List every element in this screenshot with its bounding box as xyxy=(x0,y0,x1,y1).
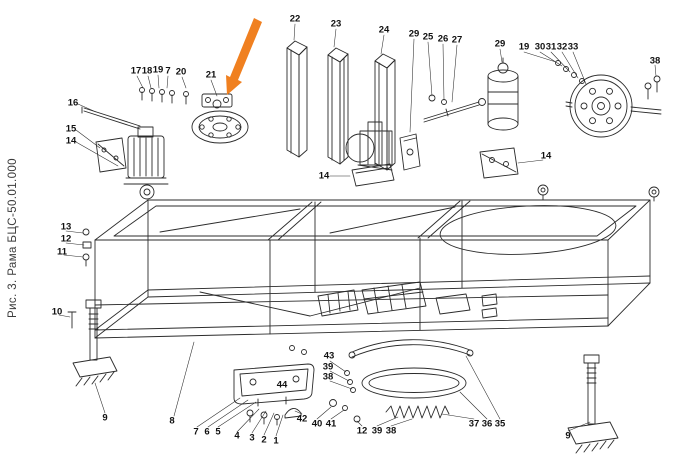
bracket-plate-15-14 xyxy=(95,137,127,173)
coil-spring-37 xyxy=(385,405,450,419)
pulley-assembly-21 xyxy=(191,93,249,144)
mount-plate-14-right xyxy=(479,147,519,179)
highlight-arrow xyxy=(226,18,262,95)
tray-pan xyxy=(233,363,315,407)
leveling-foot-right xyxy=(567,354,619,454)
electric-motor-center xyxy=(345,121,393,171)
fastener-row-17-20 xyxy=(139,87,189,105)
highlight-arrow-shape xyxy=(226,18,262,95)
leveling-foot-left xyxy=(72,299,118,387)
channel-beam-23 xyxy=(327,47,349,165)
rod-16 xyxy=(81,106,141,130)
bracket-29-center xyxy=(399,133,421,171)
channel-beam-22 xyxy=(286,40,308,158)
flywheel-assembly-right xyxy=(555,60,662,138)
dome-cap-42 xyxy=(284,408,302,419)
belt-oval-35-36 xyxy=(361,367,467,399)
washers-40-41 xyxy=(329,370,361,423)
long-bolt-25-28 xyxy=(423,94,486,123)
electric-motor-left xyxy=(123,126,169,200)
adjuster-bolt-10 xyxy=(67,311,77,329)
channel-beam-24 xyxy=(374,53,396,171)
mount-plate-14-center xyxy=(351,163,395,187)
fasteners-11-12-13 xyxy=(82,228,92,267)
main-frame xyxy=(94,184,660,355)
tray-fasteners-1-4 xyxy=(246,409,280,426)
bearing-housing-29-right xyxy=(487,57,519,131)
leaf-spring xyxy=(348,339,474,359)
leader-lines xyxy=(58,23,657,437)
